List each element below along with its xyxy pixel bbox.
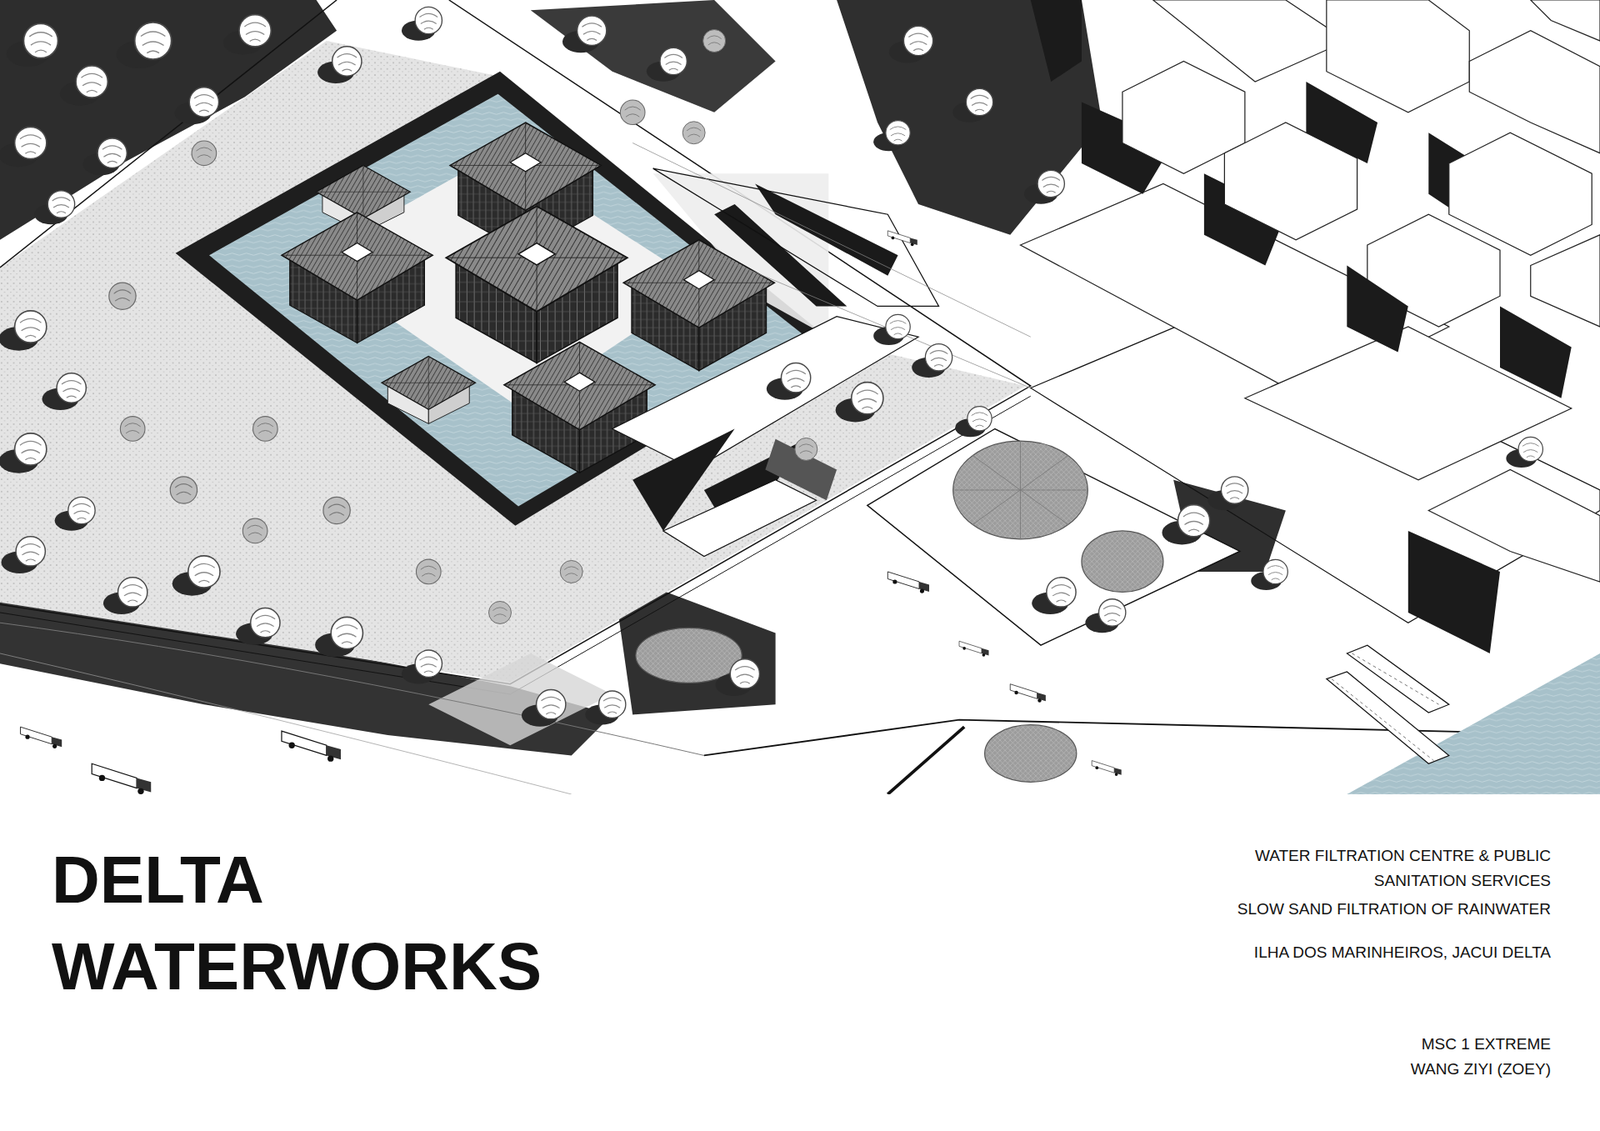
project-title: DELTA WATERWORKS xyxy=(51,836,585,1010)
project-note: WATER FILTRATION CENTRE & PUBLIC SANITAT… xyxy=(1184,843,1551,894)
project-note: SLOW SAND FILTRATION OF RAINWATER xyxy=(1237,896,1551,922)
project-note: ILHA DOS MARINHEIROS, JACUI DELTA xyxy=(1254,940,1551,965)
project-note: WANG ZIYI (ZOEY) xyxy=(1410,1056,1551,1082)
project-note: MSC 1 EXTREME xyxy=(1421,1031,1551,1057)
site-axonometric xyxy=(0,0,1600,795)
